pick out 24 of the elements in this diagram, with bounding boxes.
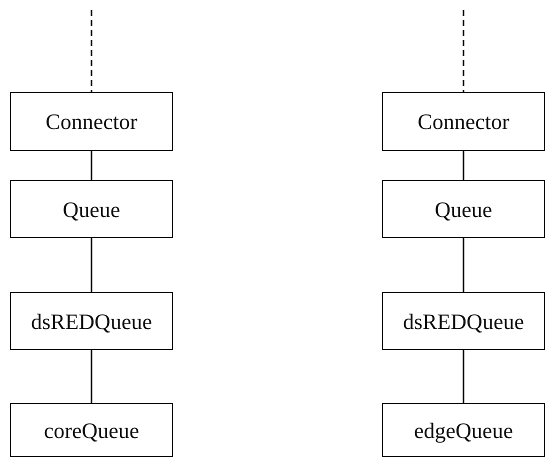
box-label: Connector [418, 108, 510, 136]
process-box [382, 292, 545, 350]
connector-line [462, 151, 464, 180]
box-label: Queue [62, 196, 120, 224]
box-label: edgeQueue [414, 416, 513, 445]
box-label: Queue [434, 196, 492, 224]
box-label: dsREDQueue [403, 308, 524, 336]
process-box [382, 180, 545, 238]
process-box [10, 180, 173, 238]
process-box [10, 403, 173, 457]
box-label: dsREDQueue [31, 308, 152, 336]
connector-line [462, 238, 464, 292]
connector-line [90, 238, 92, 292]
connector-line [90, 151, 92, 180]
dashed-connector [90, 10, 92, 92]
dashed-connector [462, 10, 464, 92]
box-label: coreQueue [44, 416, 140, 444]
connector-line [462, 350, 464, 403]
process-box [10, 292, 173, 350]
process-box [382, 92, 545, 151]
process-box [10, 92, 173, 151]
process-box [382, 403, 545, 457]
box-label: Connector [46, 108, 138, 136]
connector-line [90, 350, 92, 403]
